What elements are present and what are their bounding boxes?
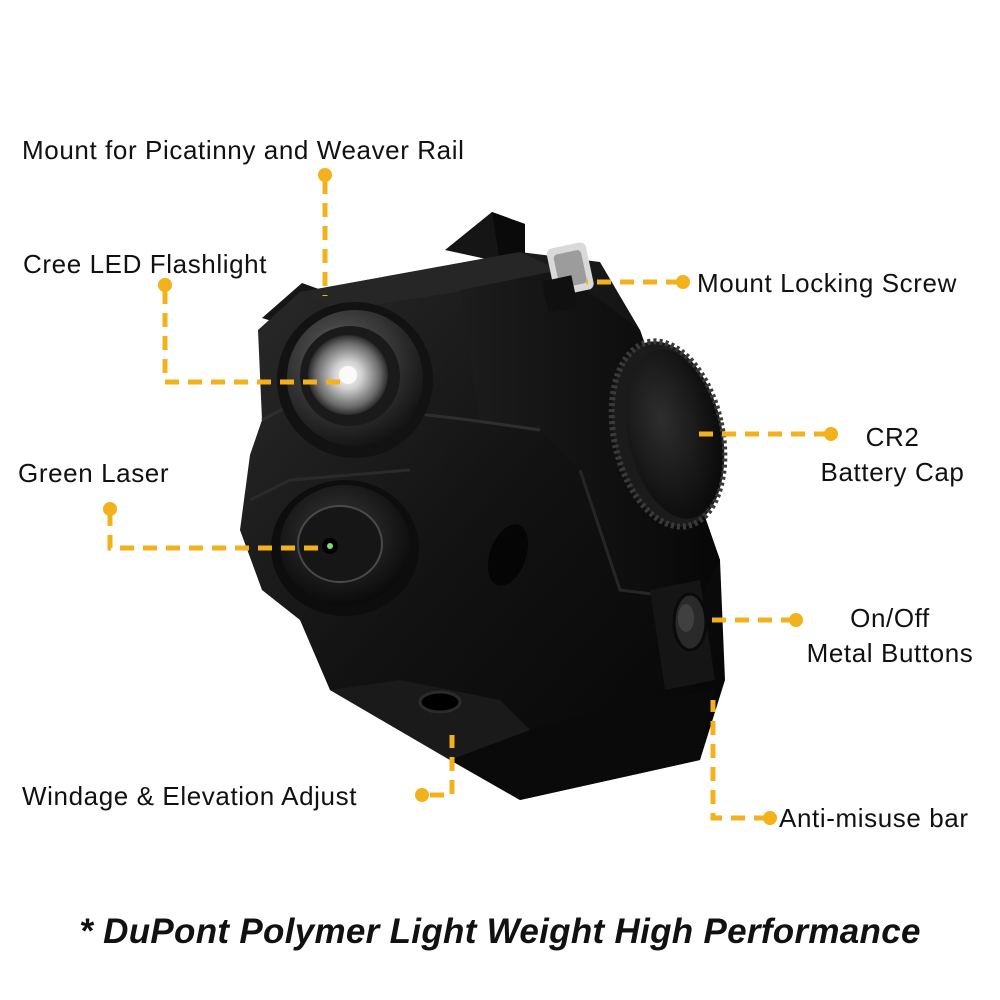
label-mount: Mount for Picatinny and Weaver Rail: [22, 135, 465, 165]
footer-tagline: * DuPont Polymer Light Weight High Perfo…: [79, 912, 921, 951]
callout-line-anti-misuse: [710, 700, 768, 821]
callout-dot-battery: [824, 427, 838, 441]
label-windage: Windage & Elevation Adjust: [22, 781, 358, 811]
mount-locking-screw: [542, 242, 594, 313]
callout-dot-mount: [318, 168, 332, 182]
laser-head: [271, 480, 419, 616]
callout-dot-green-laser: [103, 502, 117, 516]
label-buttons-line2: Metal Buttons: [806, 638, 974, 668]
flashlight-head: [277, 302, 433, 458]
label-buttons: On/Off Metal Buttons: [790, 601, 990, 671]
callout-line-flashlight: [162, 290, 342, 385]
label-green-laser: Green Laser: [18, 458, 170, 488]
battery-cap: [608, 338, 728, 530]
label-battery: CR2 Battery Cap: [800, 420, 985, 490]
callout-lines: [107, 180, 828, 821]
callout-dots: [103, 168, 838, 825]
callout-dot-flashlight: [158, 278, 172, 292]
on-off-buttons: [650, 580, 715, 690]
label-flashlight: Cree LED Flashlight: [23, 249, 268, 279]
label-battery-line1: CR2: [865, 422, 920, 452]
label-buttons-line1: On/Off: [850, 603, 930, 633]
label-locking-screw: Mount Locking Screw: [697, 268, 957, 298]
callout-dot-locking-screw: [676, 275, 690, 289]
label-anti-misuse: Anti-misuse bar: [779, 803, 969, 833]
callout-dot-anti-misuse: [763, 811, 777, 825]
callout-dot-buttons: [789, 613, 803, 627]
label-battery-line2: Battery Cap: [820, 457, 965, 487]
windage-adjust-hole: [418, 690, 462, 714]
callout-line-windage: [430, 735, 455, 798]
callout-line-green-laser: [107, 512, 325, 551]
callout-dot-windage: [415, 788, 429, 802]
